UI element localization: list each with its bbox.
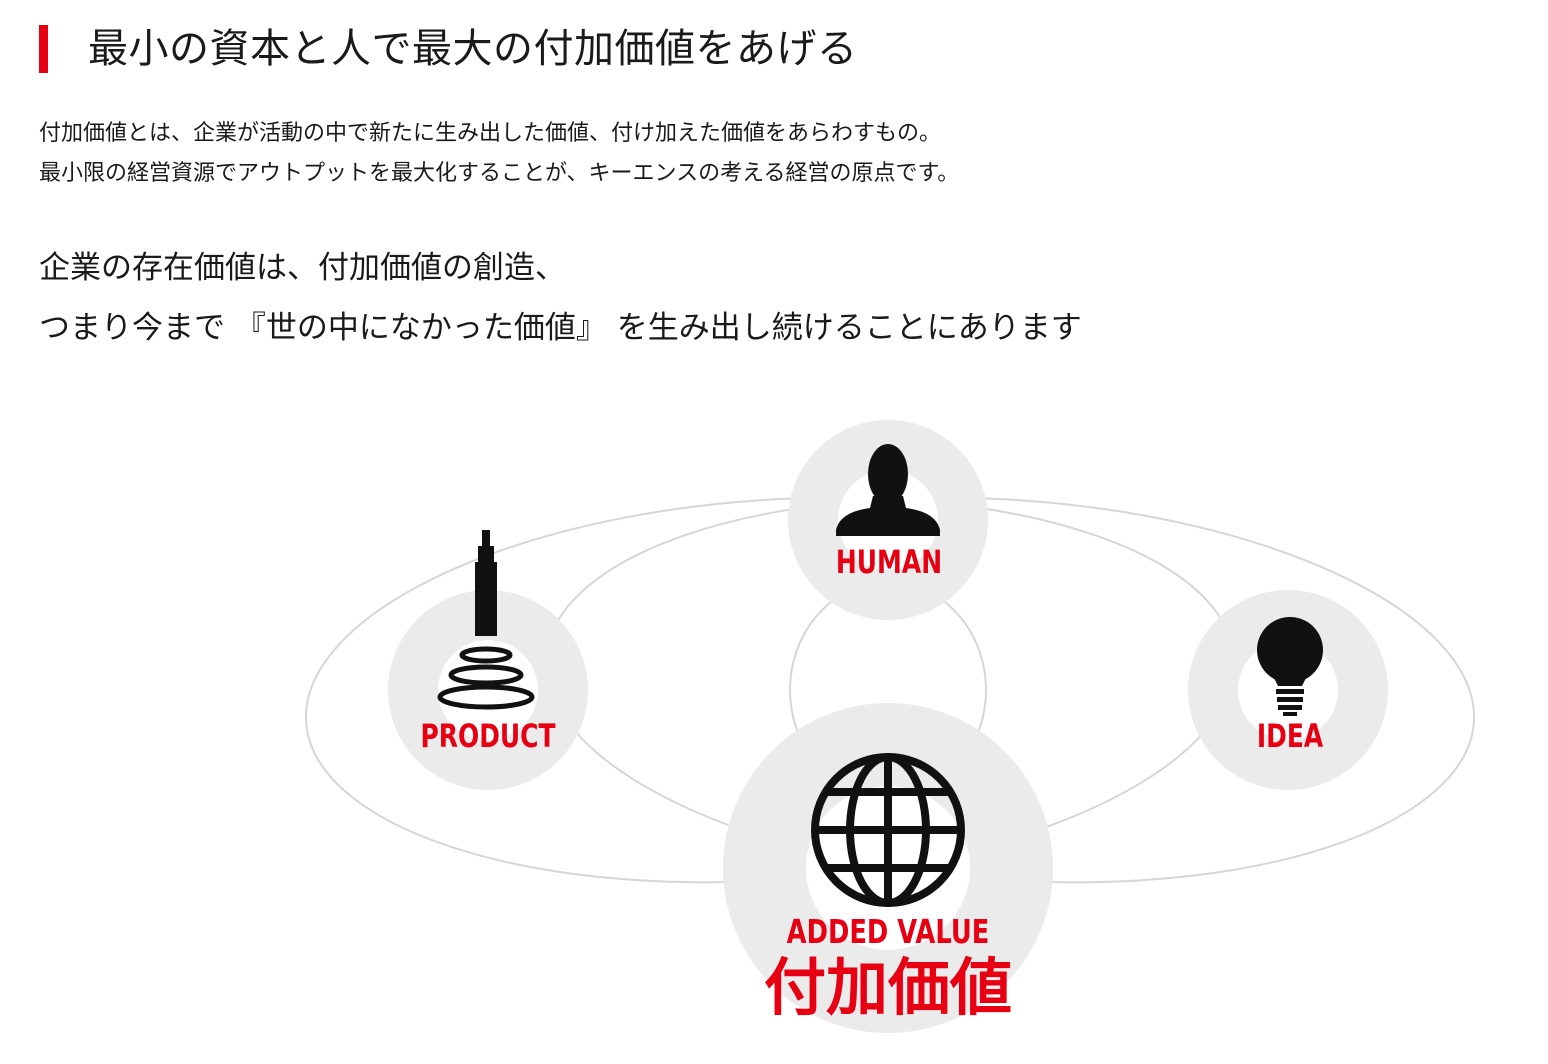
page-title: 最小の資本と人で最大の付加価値をあげる <box>88 26 858 72</box>
product-inner-circle <box>438 640 538 740</box>
product-label: PRODUCT <box>420 717 556 755</box>
globe-icon <box>811 753 965 907</box>
light-bulb-icon <box>1257 617 1323 716</box>
sensor-cable-icon <box>437 530 535 710</box>
diagram-graphic <box>304 420 1476 1033</box>
idea-label: IDEA <box>1256 717 1324 755</box>
added-value-diagram: HUMAN PRODUCT IDEA ADDED VALUE 付加価値 <box>300 412 1480 1044</box>
added-value-label: ADDED VALUE <box>786 912 990 951</box>
intro-line: 付加価値とは、企業が活動の中で新たに生み出した価値、付け加えた価値をあらわすもの… <box>39 121 942 146</box>
intro-text: 付加価値とは、企業が活動の中で新たに生み出した価値、付け加えた価値をあらわすもの… <box>39 114 1339 194</box>
human-label: HUMAN <box>835 543 943 581</box>
lead-text: 企業の存在価値は、付加価値の創造、 つまり今まで 『世の中になかった価値』 を生… <box>39 238 1439 358</box>
intro-line: 最小限の経営資源でアウトプットを最大化することが、キーエンスの考える経営の原点で… <box>39 161 960 186</box>
person-silhouette-icon <box>836 444 940 536</box>
added-value-label-jp: 付加価値 <box>763 951 1012 1024</box>
lead-line: 企業の存在価値は、付加価値の創造、 <box>39 250 566 286</box>
lead-line: つまり今まで 『世の中になかった価値』 を生み出し続けることにあります <box>39 310 1082 346</box>
heading-accent-bar <box>39 25 48 73</box>
